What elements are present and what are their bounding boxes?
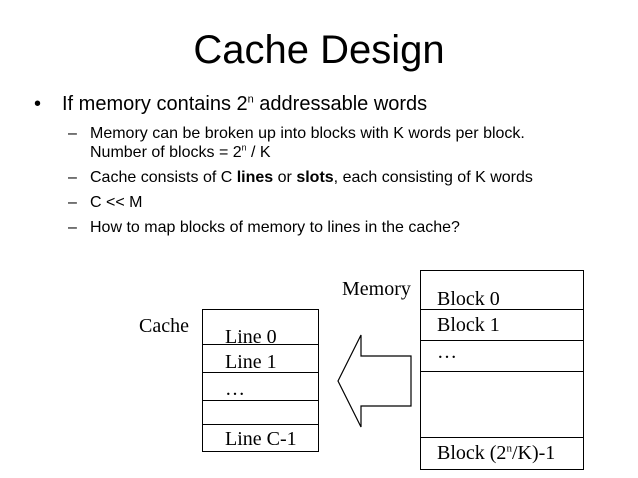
lines-bold: lines	[236, 169, 274, 186]
c-less-m-text: C << M	[90, 194, 143, 211]
last-block-text: Block (2	[437, 442, 507, 464]
cache-line: Line C-1	[225, 428, 297, 450]
cache-label: Cache	[139, 315, 189, 337]
cache-line: Line 1	[225, 351, 277, 373]
sub-bullet-cache-lines: – Cache consists of C lines or slots, ea…	[34, 168, 624, 187]
cache-lines-text: Cache consists of C	[90, 169, 237, 186]
cache-divider	[203, 400, 318, 401]
cache-box: Line 0 Line 1 … Line C-1	[202, 309, 319, 452]
bullet-marker: •	[34, 93, 42, 115]
memory-divider	[421, 309, 583, 310]
memory-block: Block 0	[437, 288, 500, 310]
dash-marker: –	[68, 194, 77, 211]
blocks-count-text: Number of blocks = 2	[90, 144, 242, 161]
bullet-main-text: If memory contains 2	[62, 93, 248, 115]
memory-block: Block 1	[437, 314, 500, 336]
memory-block-last: Block (2n/K)-1	[437, 442, 555, 465]
sub-bullet-blocks-line2: Number of blocks = 2n / K	[90, 143, 624, 162]
bullet-main: • If memory contains 2n addressable word…	[34, 92, 624, 116]
memory-divider	[421, 437, 583, 438]
bullet-list: • If memory contains 2n addressable word…	[34, 92, 624, 237]
cache-divider	[203, 424, 318, 425]
cache-lines-text-end: , each consisting of K words	[333, 169, 533, 186]
dash-marker: –	[68, 169, 77, 186]
last-block-superscript: n	[506, 442, 512, 455]
last-block-text-end: /K)-1	[511, 442, 556, 464]
cache-divider	[203, 344, 318, 345]
memory-divider	[421, 340, 583, 341]
cache-line: …	[225, 378, 245, 400]
memory-divider	[421, 371, 583, 372]
sub-bullet-mapping-question: – How to map blocks of memory to lines i…	[34, 218, 624, 237]
slide-title: Cache Design	[193, 28, 445, 72]
cache-lines-or: or	[273, 169, 297, 186]
dash-marker: –	[68, 219, 77, 236]
sub-bullet-blocks: – Memory can be broken up into blocks wi…	[34, 124, 624, 162]
bullet-main-superscript: n	[247, 93, 254, 106]
cache-line: Line 0	[225, 326, 277, 348]
memory-box: Block 0 Block 1 … Block (2n/K)-1	[420, 270, 584, 470]
blocks-count-text-end: / K	[246, 144, 271, 161]
blocks-count-superscript: n	[241, 142, 247, 153]
sub-bullet-c-less-m: – C << M	[34, 193, 624, 212]
mapping-arrow-icon	[337, 334, 412, 428]
memory-label: Memory	[342, 278, 411, 300]
cache-divider	[203, 372, 318, 373]
mapping-question-text: How to map blocks of memory to lines in …	[90, 219, 460, 236]
slots-bold: slots	[296, 169, 334, 186]
memory-block: …	[437, 341, 457, 363]
bullet-main-text-end: addressable words	[253, 93, 428, 115]
dash-marker: –	[68, 125, 77, 142]
sub-bullet-blocks-line1: Memory can be broken up into blocks with…	[90, 125, 525, 142]
